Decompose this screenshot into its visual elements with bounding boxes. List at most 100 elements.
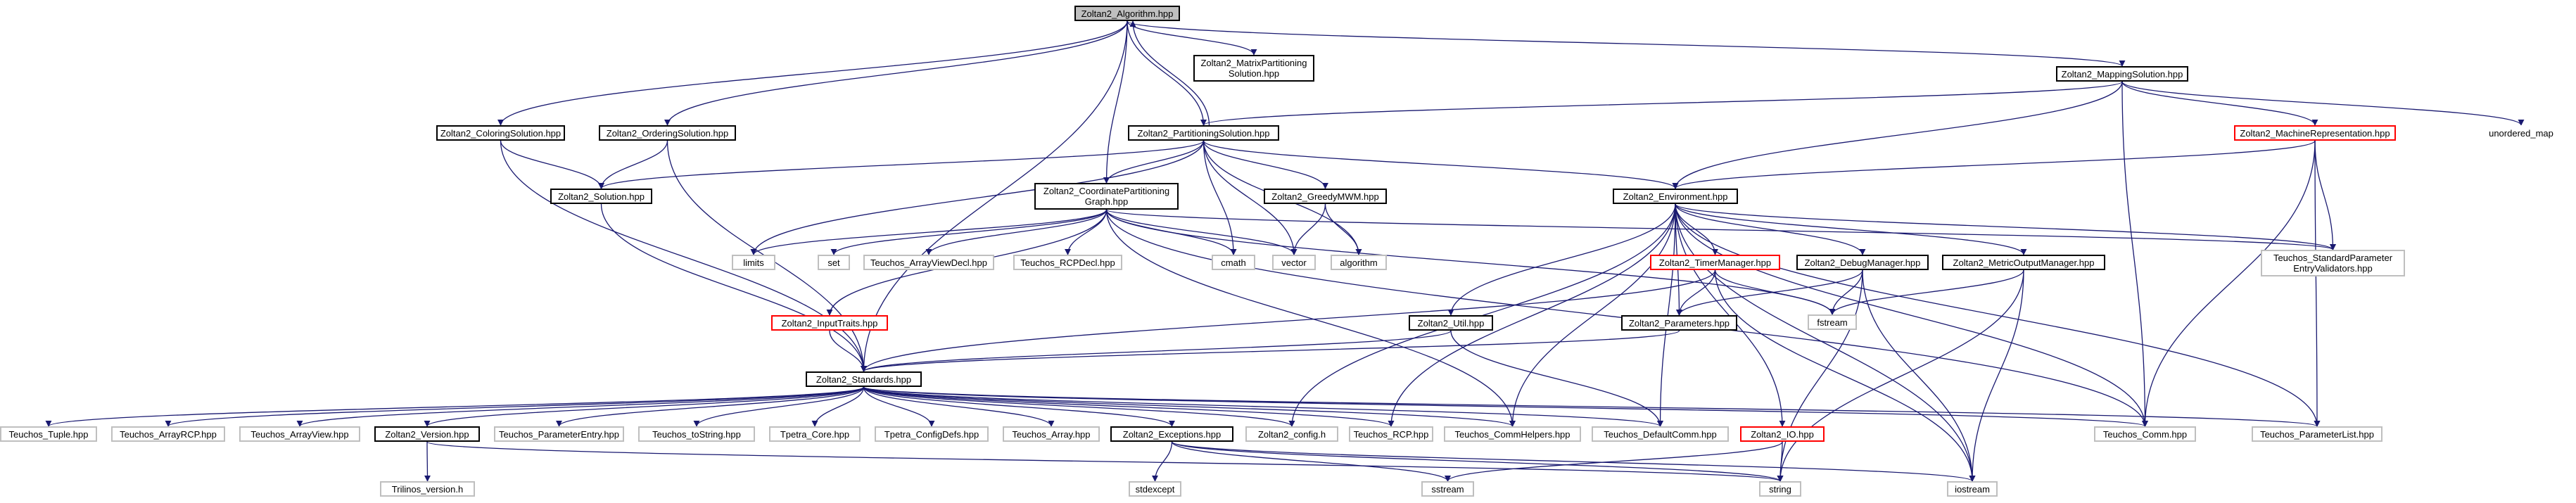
node-zoltan2-timer-manager[interactable]: Zoltan2_TimerManager.hpp (1650, 255, 1780, 270)
edge-algorithm-to-matrixpart (1127, 20, 1257, 56)
node-zoltan2-config[interactable]: Zoltan2_config.h (1245, 426, 1338, 442)
node-tpetra-core[interactable]: Tpetra_Core.hpp (769, 426, 861, 442)
edge-coordgraph-to-stdparam (1105, 209, 2336, 250)
node-zoltan2-exceptions[interactable]: Zoltan2_Exceptions.hpp (1110, 426, 1233, 442)
node-stdexcept[interactable]: stdexcept (1129, 481, 1181, 497)
node-zoltan2-debug-manager[interactable]: Zoltan2_DebugManager.hpp (1796, 255, 1929, 270)
node-zoltan2-parameters[interactable]: Zoltan2_Parameters.hpp (1621, 315, 1737, 331)
edge-mapping-to-unordered_map (2121, 81, 2525, 126)
node-zoltan2-version[interactable]: Zoltan2_Version.hpp (374, 426, 480, 442)
node-trilinos-version[interactable]: Trilinos_version.h (380, 481, 475, 497)
edge-version-to-trilinos (424, 441, 431, 482)
node-vector[interactable]: vector (1272, 255, 1316, 270)
edge-io-to-sstream (1445, 441, 1783, 482)
edge-environment-to-debug (1675, 203, 1866, 255)
node-teuchos-to-string[interactable]: Teuchos_toString.hpp (638, 426, 755, 442)
node-teuchos-array-rcp[interactable]: Teuchos_ArrayRCP.hpp (111, 426, 225, 442)
edge-algorithm-to-standards (860, 20, 1128, 372)
node-teuchos-rcp-decl[interactable]: Teuchos_RCPDecl.hpp (1013, 255, 1122, 270)
edge-io-to-string (1777, 441, 1784, 482)
node-fstream[interactable]: fstream (1808, 314, 1857, 330)
edge-exceptions-to-iostream (1171, 441, 1976, 482)
node-zoltan2-greedy-mwm[interactable]: Zoltan2_GreedyMWM.hpp (1264, 189, 1387, 204)
node-zoltan2-standards[interactable]: Zoltan2_Standards.hpp (806, 371, 922, 387)
edge-algorithm-to-mapping (1127, 20, 2126, 67)
node-zoltan2-environment[interactable]: Zoltan2_Environment.hpp (1613, 189, 1738, 204)
node-string[interactable]: string (1759, 481, 1801, 497)
node-teuchos-array-view[interactable]: Teuchos_ArrayView.hpp (239, 426, 360, 442)
node-sstream[interactable]: sstream (1421, 481, 1474, 497)
edge-standards-to-exceptions (863, 386, 1175, 427)
edge-version-to-string (426, 441, 1783, 482)
edge-util-to-defaultcomm (1450, 330, 1664, 427)
node-teuchos-parameter-list[interactable]: Teuchos_ParameterList.hpp (2252, 426, 2383, 442)
node-cmath[interactable]: cmath (1212, 255, 1255, 270)
node-teuchos-array[interactable]: Teuchos_Array.hpp (1003, 426, 1100, 442)
edge-environment-to-commhelpers (1509, 203, 1676, 427)
node-teuchos-standard-parameter-entry-validators[interactable]: Teuchos_StandardParameter EntryValidator… (2261, 250, 2405, 276)
node-teuchos-tuple[interactable]: Teuchos_Tuple.hpp (0, 426, 97, 442)
node-teuchos-rcp[interactable]: Teuchos_RCP.hpp (1349, 426, 1433, 442)
edge-coordgraph-to-rcpdecl (1064, 209, 1108, 255)
node-teuchos-parameter-entry[interactable]: Teuchos_ParameterEntry.hpp (494, 426, 624, 442)
node-teuchos-array-view-decl[interactable]: Teuchos_ArrayViewDecl.hpp (863, 255, 994, 270)
node-zoltan2-solution[interactable]: Zoltan2_Solution.hpp (550, 189, 652, 204)
edge-debug-to-string (1777, 269, 1863, 482)
node-limits[interactable]: limits (732, 255, 775, 270)
edge-parameters-to-standards (861, 330, 1680, 372)
node-set[interactable]: set (818, 255, 850, 270)
node-teuchos-default-comm[interactable]: Teuchos_DefaultComm.hpp (1592, 426, 1729, 442)
node-zoltan2-algorithm[interactable]: Zoltan2_Algorithm.hpp (1074, 6, 1180, 21)
node-zoltan2-coloring-solution[interactable]: Zoltan2_ColoringSolution.hpp (436, 125, 565, 141)
node-zoltan2-matrix-partitioning-solution[interactable]: Zoltan2_MatrixPartitioning Solution.hpp (1193, 55, 1314, 82)
edge-coloring-to-standards (500, 140, 868, 372)
edge-metric-to-iostream (1969, 269, 2024, 482)
node-zoltan2-ordering-solution[interactable]: Zoltan2_OrderingSolution.hpp (599, 125, 736, 141)
edge-timer-to-standards (861, 269, 1716, 372)
edge-ordering-to-solution (597, 140, 668, 189)
node-zoltan2-util[interactable]: Zoltan2_Util.hpp (1409, 315, 1493, 331)
edge-standards-to-comm (863, 386, 2148, 427)
edge-environment-to-paramlist (1675, 203, 2321, 427)
edge-coordgraph-to-set (830, 209, 1108, 255)
edge-algorithm-to-coloring (497, 20, 1128, 126)
edge-partitioning-to-environment (1203, 140, 1679, 189)
edge-greedy-to-vector (1290, 203, 1326, 255)
node-teuchos-comm-helpers[interactable]: Teuchos_CommHelpers.hpp (1444, 426, 1581, 442)
node-iostream[interactable]: iostream (1947, 481, 1998, 497)
edge-standards-to-version (424, 386, 865, 427)
edge-machine-to-comm (2141, 140, 2316, 427)
node-unordered-map[interactable]: unordered_map (2482, 125, 2560, 141)
edge-machine-to-environment (1672, 140, 2316, 189)
edge-machine-to-stdparam (2314, 140, 2337, 250)
edge-partitioning-to-solution (598, 140, 1205, 189)
node-zoltan2-io[interactable]: Zoltan2_IO.hpp (1740, 426, 1825, 442)
edge-coordgraph-to-arrayviewdecl (925, 209, 1108, 255)
node-zoltan2-coordinate-partitioning-graph[interactable]: Zoltan2_CoordinatePartitioning Graph.hpp (1034, 183, 1179, 210)
edge-partitioning-to-limits (750, 140, 1205, 255)
node-algorithm[interactable]: algorithm (1331, 255, 1387, 270)
node-zoltan2-partitioning-solution[interactable]: Zoltan2_PartitioningSolution.hpp (1128, 125, 1279, 141)
edge-standards-to-tostring (693, 386, 865, 427)
node-zoltan2-metric-output-manager[interactable]: Zoltan2_MetricOutputManager.hpp (1942, 255, 2105, 270)
node-zoltan2-mapping-solution[interactable]: Zoltan2_MappingSolution.hpp (2056, 66, 2188, 82)
edge-partitioning-to-greedy (1203, 140, 1329, 189)
node-zoltan2-input-traits[interactable]: Zoltan2_InputTraits.hpp (771, 315, 888, 331)
edge-exceptions-to-string (1171, 441, 1784, 482)
edge-partitioning-to-cmath (1203, 140, 1237, 255)
node-teuchos-comm[interactable]: Teuchos_Comm.hpp (2094, 426, 2196, 442)
edge-algorithm-to-ordering (664, 20, 1128, 126)
node-zoltan2-machine-representation[interactable]: Zoltan2_MachineRepresentation.hpp (2234, 125, 2396, 141)
edge-standards-to-arrayview (296, 386, 865, 427)
edge-environment-to-config (1288, 203, 1676, 427)
edge-machine-to-paramlist (2314, 140, 2321, 427)
edge-environment-to-rcp (1388, 203, 1676, 427)
edge-standards-to-tpetracore (811, 386, 865, 427)
edge-coloring-to-solution (500, 140, 605, 189)
edge-standards-to-tpetraconfig (863, 386, 935, 427)
edge-coordgraph-to-limits (750, 209, 1108, 255)
node-tpetra-config-defs[interactable]: Tpetra_ConfigDefs.hpp (875, 426, 989, 442)
edge-standards-to-config (863, 386, 1295, 427)
edge-standards-to-rcp (863, 386, 1395, 427)
edge-standards-to-array (863, 386, 1055, 427)
